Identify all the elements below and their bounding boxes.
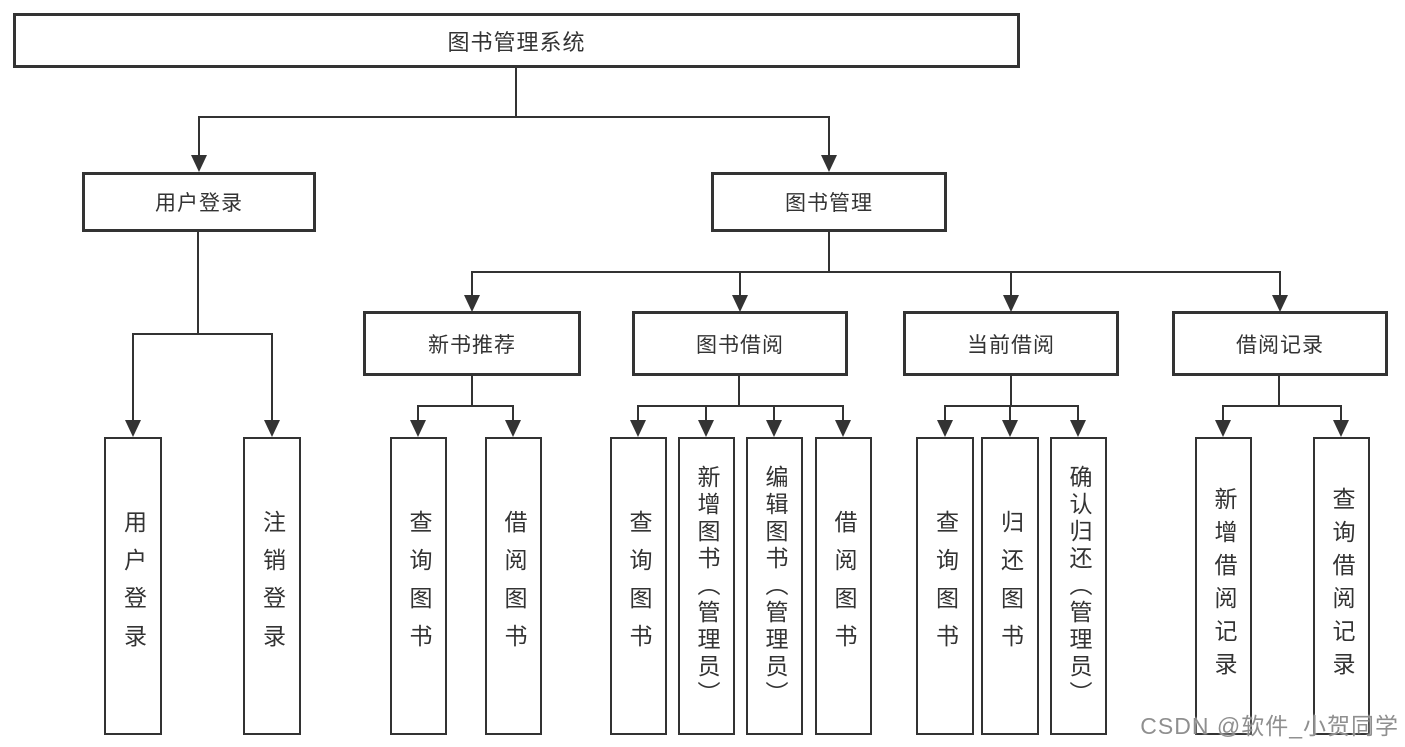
- connector-drop: [271, 333, 273, 421]
- node-label: 新书推荐: [428, 333, 516, 357]
- connector-stem: [515, 68, 517, 118]
- leaf-label: 查询借阅记录: [1329, 487, 1355, 685]
- connector-rail: [198, 116, 830, 118]
- leaf-cb-return-books: 归还图书: [981, 437, 1039, 735]
- node-label: 用户登录: [155, 192, 243, 215]
- connector-rail: [637, 405, 844, 407]
- arrow-down-icon: [766, 420, 782, 437]
- leaf-cb-confirm-return-admin: 确认归还（管理员）: [1050, 437, 1107, 735]
- connector-drop: [1010, 271, 1012, 296]
- arrow-down-icon: [821, 155, 837, 172]
- arrow-down-icon: [505, 420, 521, 437]
- arrow-down-icon: [410, 420, 426, 437]
- node-book-management: 图书管理: [711, 172, 947, 232]
- leaf-label: 查询图书: [406, 510, 432, 662]
- arrow-down-icon: [732, 295, 748, 312]
- leaf-bb-add-books-admin: 新增图书（管理员）: [678, 437, 735, 735]
- leaf-label: 用户登录: [120, 510, 147, 662]
- leaf-nbr-query-books: 查询图书: [390, 437, 447, 735]
- leaf-nbr-borrow-books: 借阅图书: [485, 437, 542, 735]
- leaf-label: 新增图书（管理员）: [694, 464, 720, 708]
- arrow-down-icon: [630, 420, 646, 437]
- node-current-borrowing: 当前借阅: [903, 311, 1119, 376]
- leaf-label: 编辑图书（管理员）: [762, 464, 788, 708]
- leaf-br-add-borrow-record: 新增借阅记录: [1195, 437, 1252, 735]
- connector-drop: [1009, 405, 1011, 421]
- leaf-cb-query-books: 查询图书: [916, 437, 974, 735]
- leaf-logout: 注销登录: [243, 437, 301, 735]
- arrow-down-icon: [1003, 295, 1019, 312]
- connector-rail: [1222, 405, 1342, 407]
- leaf-label: 归还图书: [997, 510, 1024, 662]
- connector-stem: [1278, 376, 1280, 407]
- leaf-bb-edit-books-admin: 编辑图书（管理员）: [746, 437, 803, 735]
- leaf-user-login: 用户登录: [104, 437, 162, 735]
- node-user-login: 用户登录: [82, 172, 316, 232]
- connector-stem: [197, 232, 199, 335]
- connector-stem: [471, 376, 473, 407]
- arrow-down-icon: [264, 420, 280, 437]
- arrow-down-icon: [1272, 295, 1288, 312]
- connector-rail: [417, 405, 514, 407]
- node-borrow-records: 借阅记录: [1172, 311, 1388, 376]
- connector-rail: [944, 405, 1079, 407]
- connector-drop: [828, 116, 830, 156]
- node-book-borrowing: 图书借阅: [632, 311, 848, 376]
- connector-stem: [1010, 376, 1012, 407]
- connector-stem: [828, 232, 830, 273]
- node-label: 当前借阅: [967, 333, 1055, 357]
- leaf-label: 注销登录: [259, 510, 286, 662]
- connector-drop: [417, 405, 419, 421]
- node-label: 图书管理: [785, 192, 873, 215]
- node-library-system-root: 图书管理系统: [13, 13, 1020, 68]
- leaf-label: 查询图书: [626, 510, 652, 662]
- leaf-label: 确认归还（管理员）: [1066, 464, 1092, 708]
- leaf-br-query-borrow-record: 查询借阅记录: [1313, 437, 1370, 735]
- arrow-down-icon: [1070, 420, 1086, 437]
- connector-drop: [471, 271, 473, 296]
- arrow-down-icon: [464, 295, 480, 312]
- arrow-down-icon: [937, 420, 953, 437]
- arrow-down-icon: [1002, 420, 1018, 437]
- node-label: 借阅记录: [1236, 333, 1324, 357]
- connector-drop: [637, 405, 639, 421]
- connector-drop: [1222, 405, 1224, 421]
- connector-drop: [512, 405, 514, 421]
- arrow-down-icon: [1333, 420, 1349, 437]
- arrow-down-icon: [698, 420, 714, 437]
- arrow-down-icon: [835, 420, 851, 437]
- leaf-bb-borrow-books: 借阅图书: [815, 437, 872, 735]
- leaf-label: 借阅图书: [501, 510, 527, 662]
- leaf-label: 借阅图书: [831, 510, 857, 662]
- connector-drop: [1340, 405, 1342, 421]
- connector-drop: [944, 405, 946, 421]
- leaf-label: 查询图书: [932, 510, 959, 662]
- connector-drop: [1077, 405, 1079, 421]
- arrow-down-icon: [125, 420, 141, 437]
- csdn-watermark: CSDN @软件_小贺同学: [1140, 713, 1399, 739]
- connector-rail: [471, 271, 1281, 273]
- leaf-bb-query-books: 查询图书: [610, 437, 667, 735]
- arrow-down-icon: [1215, 420, 1231, 437]
- connector-drop: [842, 405, 844, 421]
- connector-stem: [738, 376, 740, 407]
- node-label: 图书管理系统: [447, 29, 586, 55]
- connector-drop: [773, 405, 775, 421]
- connector-drop: [739, 271, 741, 296]
- node-label: 图书借阅: [696, 333, 784, 357]
- connector-drop: [132, 333, 134, 421]
- arrow-down-icon: [191, 155, 207, 172]
- connector-drop: [705, 405, 707, 421]
- leaf-label: 新增借阅记录: [1211, 487, 1237, 685]
- connector-drop: [198, 116, 200, 156]
- node-new-book-recommend: 新书推荐: [363, 311, 581, 376]
- connector-rail: [132, 333, 273, 335]
- connector-drop: [1279, 271, 1281, 296]
